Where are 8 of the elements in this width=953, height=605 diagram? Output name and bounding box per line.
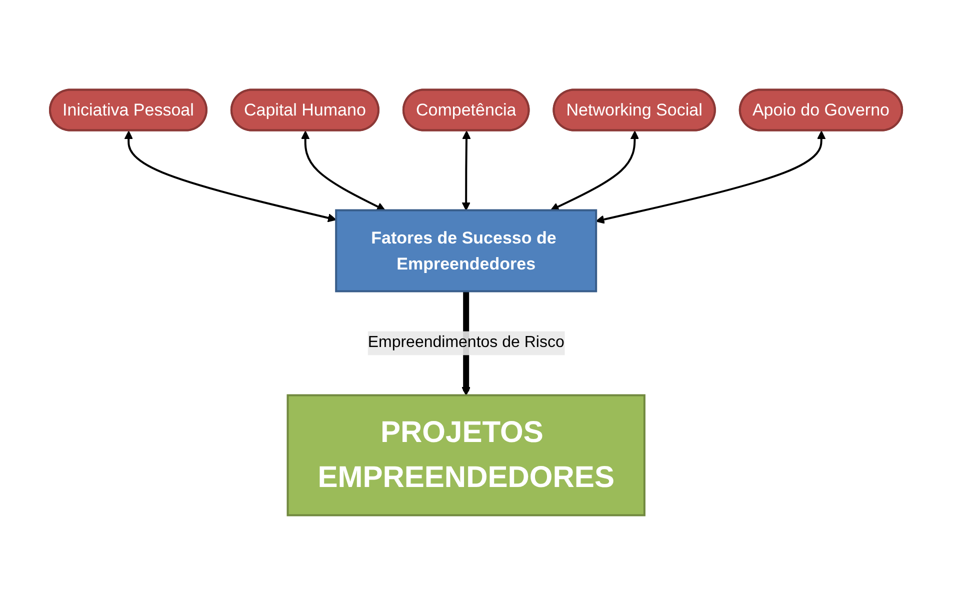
arrow <box>550 130 640 211</box>
arrow <box>124 130 337 222</box>
arrow <box>462 130 472 211</box>
node-box: PROJETOS EMPREENDEDORES <box>287 394 646 516</box>
arrow <box>301 130 386 211</box>
arrow <box>596 130 826 224</box>
node-box: Fatores de Sucesso de Empreendedores <box>336 209 598 292</box>
edge-label: Empreendimentos de Risco <box>368 334 565 352</box>
